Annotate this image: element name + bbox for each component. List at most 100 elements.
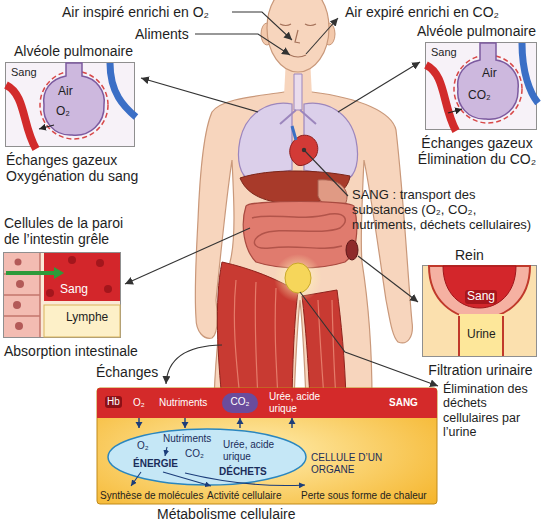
- illustration-part: [15, 259, 22, 266]
- intestine-coils: [252, 214, 345, 249]
- callout-label: Air inspiré enrichi en O₂: [62, 4, 209, 20]
- callout-label: Échanges: [96, 364, 158, 380]
- illustration-part: [522, 43, 538, 103]
- arrow-head: [237, 418, 244, 424]
- arrow-head: [136, 422, 143, 428]
- process-label: Perte sous forme de chaleur: [301, 490, 427, 502]
- alveolus-inset: Alvéole pulmonaireAirO₂SangÉchanges gaze…: [5, 62, 135, 147]
- blood-band: Hb O₂ Nutriments Urée, acide urique SANG CO₂: [97, 388, 437, 418]
- leader-line: [166, 345, 222, 384]
- illustration-part: [46, 289, 54, 297]
- illustration-part: [104, 285, 112, 293]
- leader-line: [304, 150, 348, 196]
- inset-heading: Cellules de la paroi de l’intestin grêle: [4, 215, 132, 247]
- substance-label: Urée, acide urique: [269, 391, 327, 414]
- leader-line: [358, 256, 418, 302]
- process-label: Activité cellulaire: [207, 490, 281, 502]
- illustration-part: [163, 472, 211, 486]
- illustration-part: [165, 447, 167, 456]
- callout-label: SANG : transport des substances (O₂, CO₂…: [352, 188, 540, 233]
- substance-label: CO₂: [222, 396, 258, 408]
- illustration-part: [16, 280, 24, 288]
- substance-label: CO₂: [185, 448, 204, 460]
- co2-oval: CO₂: [222, 393, 258, 413]
- inset-label: Sang: [429, 46, 459, 59]
- cell-heading: CELLULE D’UN ORGANE: [311, 452, 385, 475]
- illustration-part: [4, 253, 40, 337]
- figure-caption: Métabolisme cellulaire: [157, 506, 296, 522]
- inset-label: Lymphe: [66, 311, 108, 325]
- substance-label: Hb: [105, 396, 122, 408]
- illustration-part: [429, 266, 530, 319]
- cell-ellipse: CELLULE D’UN ORGANEO₂NutrimentsCO₂Urée, …: [107, 428, 307, 486]
- arrow-head: [182, 422, 189, 428]
- metabolism-panel: [97, 388, 437, 504]
- exchange-arrow: [237, 418, 244, 428]
- bladder-glow: [274, 254, 322, 302]
- illustration-part: [426, 65, 456, 131]
- illustration-part: [458, 43, 519, 119]
- inset-label: Sang: [465, 290, 497, 304]
- illustration-part: [443, 266, 516, 308]
- inset-caption: Échanges gazeux Oxygénation du sang: [6, 152, 156, 184]
- kidney-inset: ReinSangUrineFiltration urinaire: [422, 265, 537, 357]
- illustration-part: [68, 256, 76, 264]
- leader-line: [125, 228, 250, 284]
- illustration-part: [459, 316, 503, 356]
- exchange-arrow: [289, 418, 296, 428]
- callout-label: Air expiré enrichi en CO₂: [345, 4, 499, 20]
- waste-label: DÉCHETS: [219, 466, 267, 478]
- exchange-arrow: [136, 418, 143, 428]
- illustration-part: [44, 305, 120, 337]
- illustration-part: [108, 429, 306, 485]
- vein: [292, 126, 296, 140]
- illustration-part: [15, 322, 23, 330]
- substance-label: Nutriments: [163, 433, 211, 445]
- metabolism-panel: Métabolisme cellulaireSynthèse de molécu…: [97, 388, 437, 504]
- illustration-part: [110, 63, 136, 117]
- inset-caption: Échanges gazeux Élimination du CO₂: [415, 135, 539, 167]
- substance-label: O₂: [133, 397, 145, 409]
- substance-label: Nutriments: [159, 397, 207, 409]
- illustration-part: [6, 271, 54, 275]
- inset-label: Air: [482, 67, 497, 81]
- illustration-part: [96, 259, 104, 267]
- kidney-inset-picture: [423, 266, 536, 356]
- inset-label: CO₂: [468, 89, 491, 103]
- inset-caption: Absorption intestinale: [4, 343, 138, 359]
- illustration-part: [44, 253, 120, 301]
- illustration-part: [13, 301, 21, 309]
- illustration-part: [4, 253, 40, 337]
- alveolus-inset: Alvéole pulmonaireAirCO₂SangÉchanges gaz…: [425, 42, 537, 130]
- band-heading: SANG: [389, 397, 418, 409]
- inset-heading: Alvéole pulmonaire: [14, 43, 133, 59]
- inset-label: O₂: [56, 105, 70, 119]
- intestine-inset: Cellules de la paroi de l’intestin grêle…: [3, 252, 121, 338]
- lung: [238, 103, 292, 180]
- inset-caption: Filtration urinaire: [423, 362, 538, 378]
- illustration-part: [448, 109, 462, 113]
- trachea: [294, 74, 302, 110]
- leader-line: [300, 292, 438, 386]
- leader-line: [195, 34, 290, 55]
- leader-line: [306, 18, 338, 54]
- heart: [290, 135, 318, 165]
- illustration-part: [459, 314, 503, 356]
- substance-label: Urée, acide urique: [223, 439, 281, 462]
- head: [267, 0, 329, 72]
- illustration-part: [131, 472, 141, 486]
- leader-line: [338, 62, 420, 112]
- inset-label: Sang: [60, 283, 88, 297]
- inset-label: Sang: [9, 66, 39, 79]
- inset-heading: Alvéole pulmonaire: [417, 23, 536, 39]
- energy-label: ÉNERGIE: [133, 458, 178, 470]
- illustration-part: [44, 63, 105, 135]
- illustration-part: [423, 266, 536, 356]
- leader-line: [141, 78, 258, 112]
- process-label: Synthèse de molécules: [100, 490, 203, 502]
- bladder: [285, 263, 311, 293]
- illustration-part: [39, 125, 54, 129]
- illustration-part: [54, 267, 64, 279]
- callout-label: Élimination des déchets cellulaires par …: [443, 382, 541, 440]
